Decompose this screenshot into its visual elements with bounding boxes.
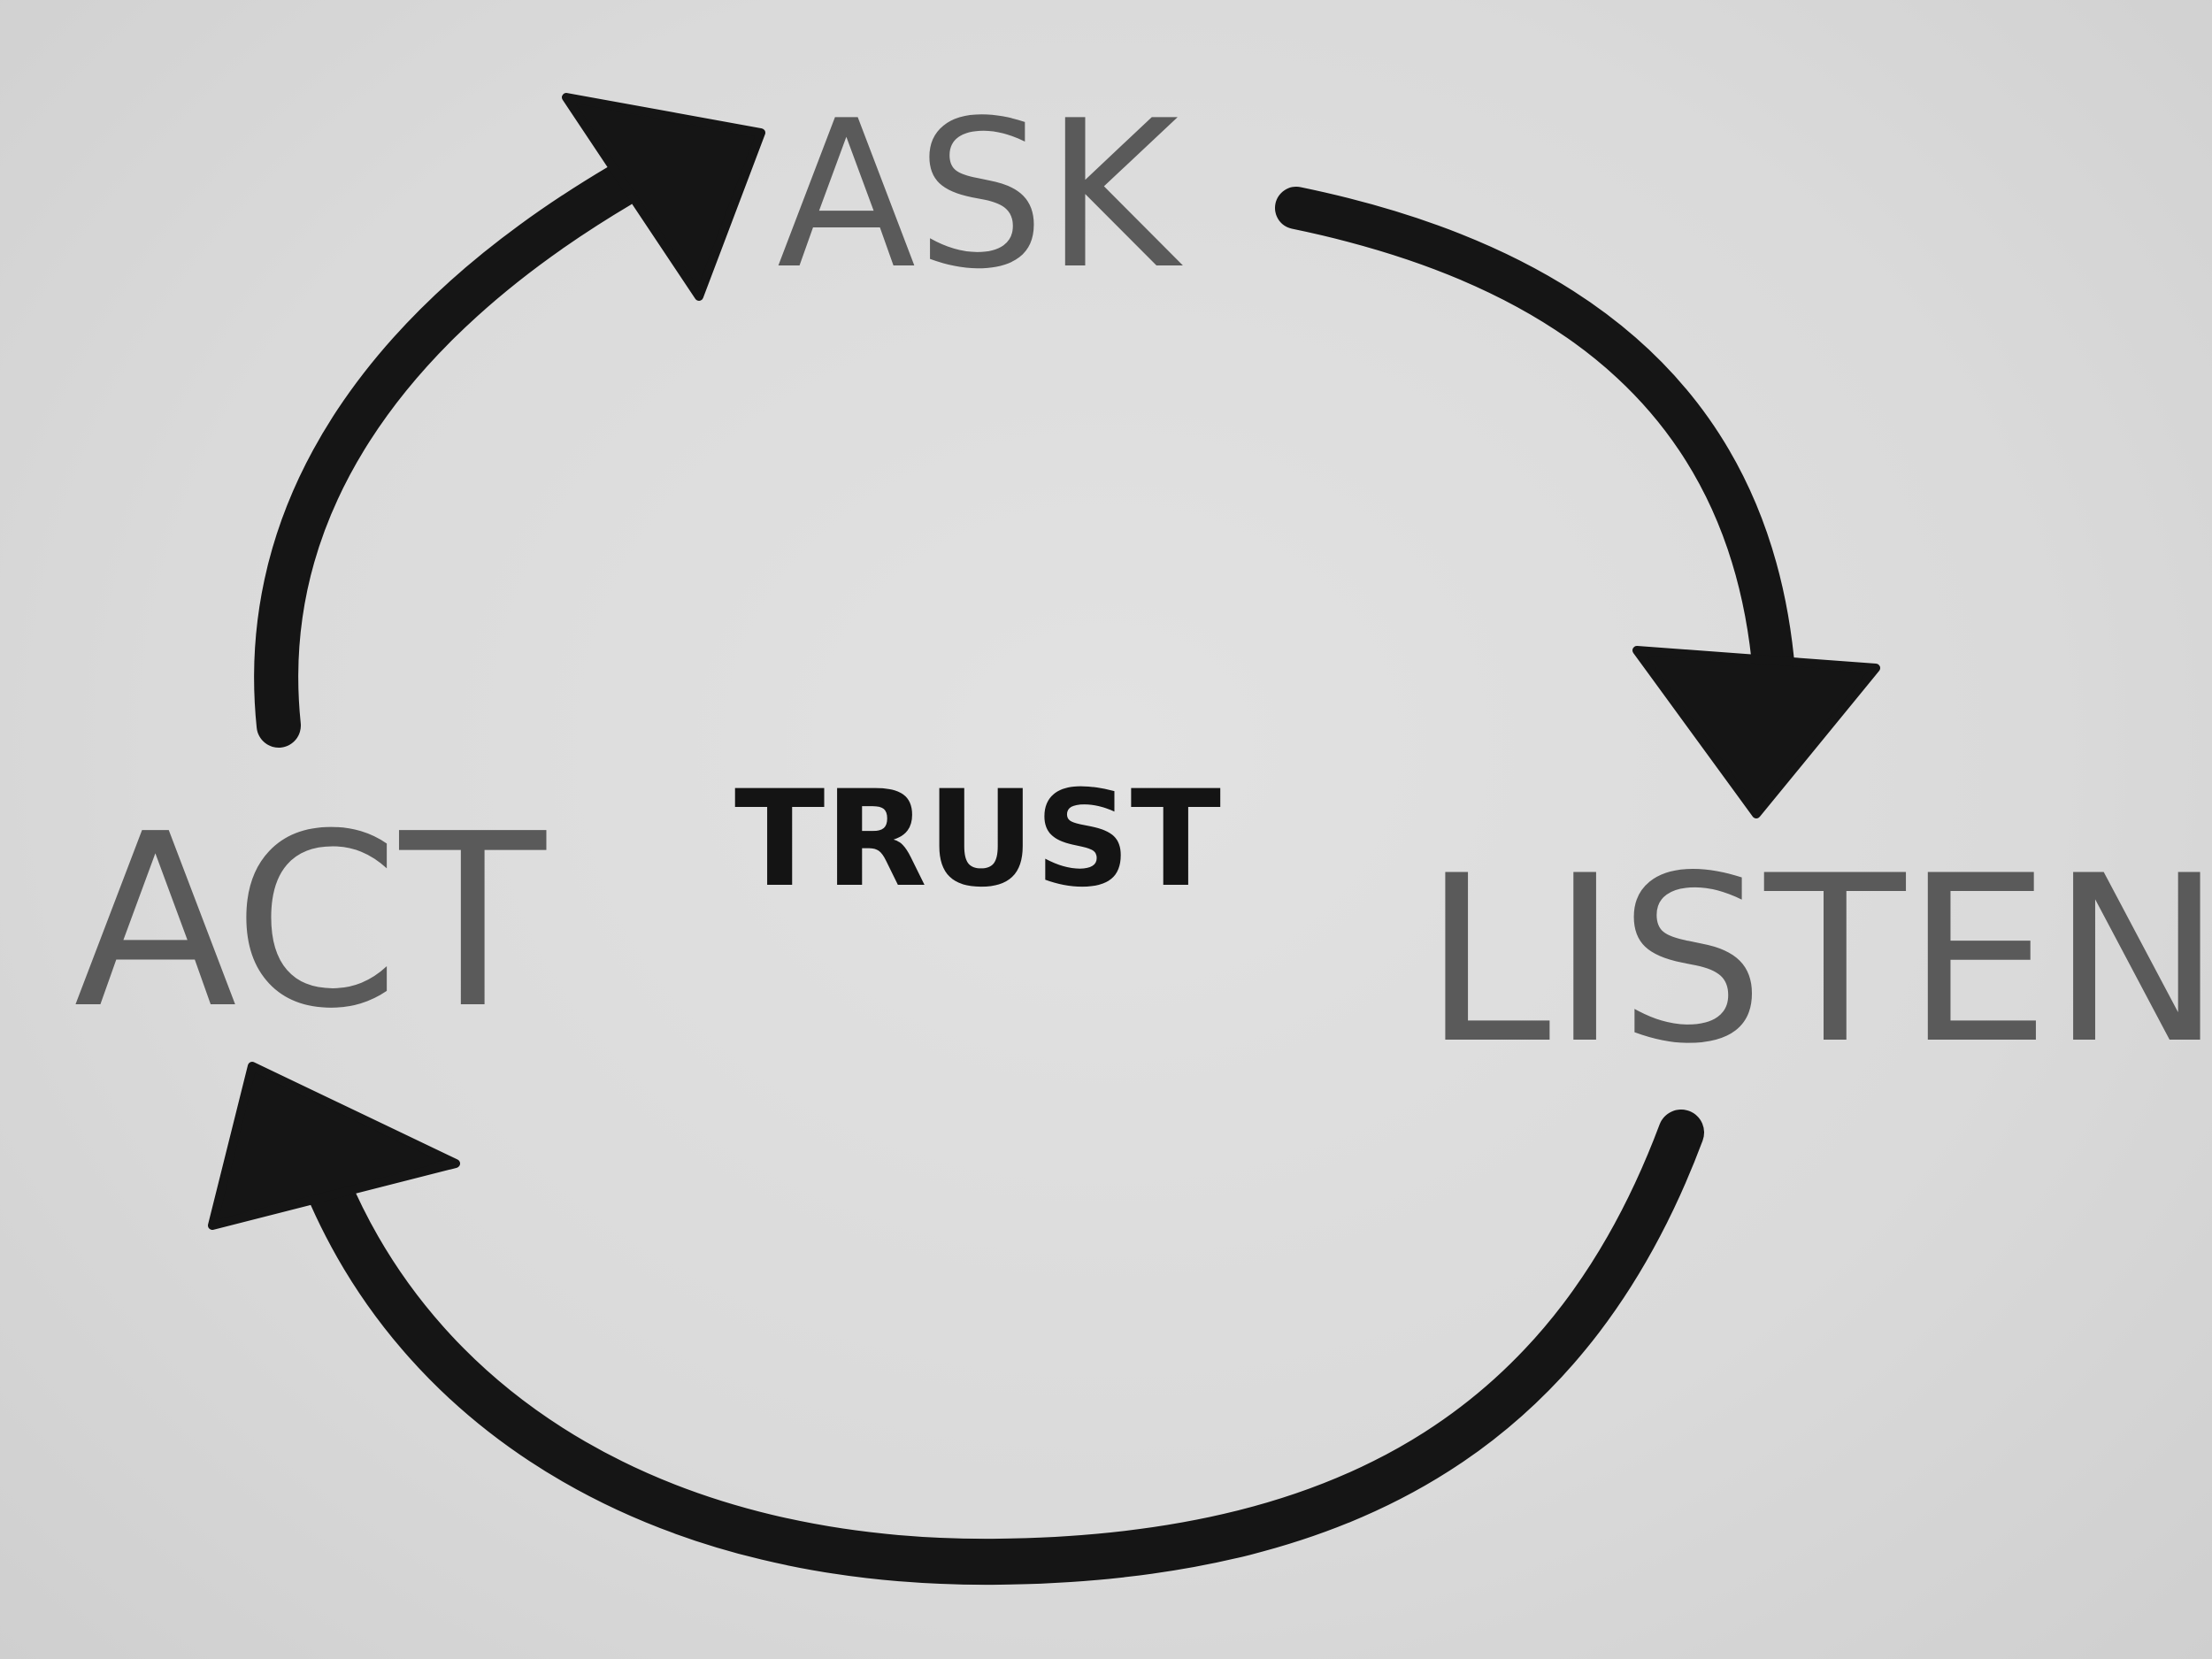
node-listen-label: LISTEN	[1423, 827, 2212, 1094]
arrow-act-to-ask-head	[562, 93, 765, 301]
arrow-ask-to-listen	[1275, 187, 1795, 694]
arrow-act-to-ask	[254, 164, 641, 748]
arrow-ask-to-listen-head	[1632, 646, 1880, 818]
arrow-listen-to-act	[304, 1110, 1704, 1586]
arrow-listen-to-act-head	[208, 1062, 460, 1230]
node-ask-label: ASK	[777, 78, 1183, 314]
node-act-label: ACT	[73, 782, 549, 1061]
center-label: TRUST	[734, 763, 1221, 917]
